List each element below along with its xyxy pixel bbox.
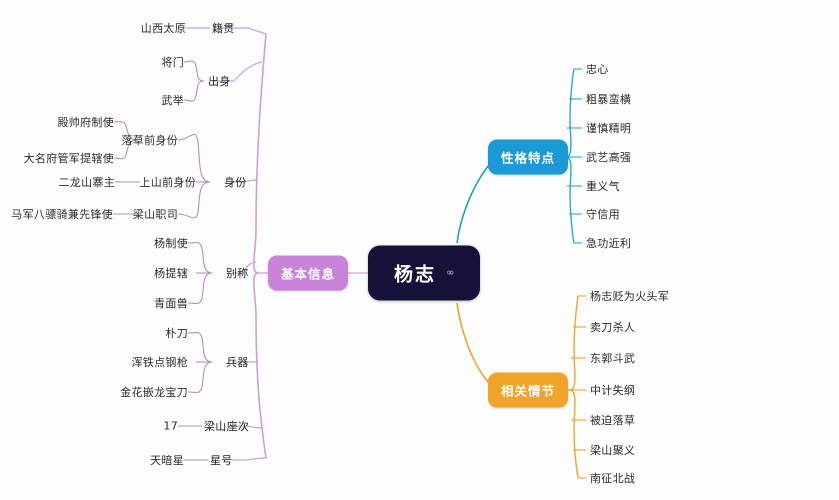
leaf-personality-6[interactable]: 急功近利: [586, 237, 632, 250]
group-native-place-label: 籍贯: [212, 22, 235, 35]
branch-related-plot-label: 相关情节: [501, 383, 556, 399]
group-star-name-label: 星号: [210, 454, 233, 467]
leaf-native-place-0[interactable]: 山西太原: [140, 22, 186, 35]
link-icon: ∞: [446, 267, 455, 279]
subgroup-liangshan-post[interactable]: 梁山职司: [132, 208, 178, 221]
group-liangshan-rank-label: 梁山座次: [204, 420, 250, 433]
group-identity[interactable]: 身份: [224, 174, 247, 190]
group-weapon-label: 兵器: [226, 356, 249, 369]
leaf-plot-1[interactable]: 卖刀杀人: [590, 321, 636, 334]
leaf-plot-5[interactable]: 梁山聚义: [590, 444, 636, 457]
leaf-pre-outlaw-identity-0[interactable]: 殿帅府制使: [57, 116, 114, 129]
leaf-weapon-2[interactable]: 金花嵌龙宝刀: [120, 386, 188, 399]
leaf-pre-mountain-identity-0[interactable]: 二龙山寨主: [58, 176, 115, 189]
leaf-personality-2[interactable]: 谨慎精明: [586, 122, 632, 135]
group-origin-label: 出身: [208, 75, 231, 88]
leaf-plot-0[interactable]: 杨志贬为火头军: [590, 290, 670, 303]
leaf-star-name-0[interactable]: 天暗星: [150, 454, 184, 467]
leaf-origin-0[interactable]: 将门: [161, 56, 184, 69]
group-origin[interactable]: 出身: [208, 73, 231, 89]
group-star-name[interactable]: 星号: [210, 452, 233, 468]
branch-basic-info-label: 基本信息: [281, 266, 336, 282]
leaf-personality-1[interactable]: 粗暴蛮横: [586, 93, 632, 106]
leaf-plot-4[interactable]: 被迫落草: [590, 414, 636, 427]
leaf-alias-1[interactable]: 杨提辖: [154, 267, 188, 280]
group-identity-label: 身份: [224, 176, 247, 189]
leaf-plot-6[interactable]: 南征北战: [590, 472, 636, 485]
root-node[interactable]: 杨志 ∞: [368, 245, 481, 301]
leaf-liangshan-rank-0[interactable]: 17: [163, 419, 178, 433]
group-alias-label: 别称: [226, 267, 249, 280]
leaf-liangshan-post-0[interactable]: 马军八骠骑兼先锋使: [11, 208, 113, 221]
leaf-personality-4[interactable]: 重义气: [586, 180, 620, 193]
leaf-pre-outlaw-identity-1[interactable]: 大名府管军提辖使: [23, 152, 114, 165]
group-alias[interactable]: 别称: [226, 265, 249, 281]
subgroup-pre-outlaw-identity[interactable]: 落草前身份: [121, 134, 178, 147]
leaf-origin-1[interactable]: 武举: [161, 94, 184, 107]
leaf-personality-0[interactable]: 忠心: [586, 63, 609, 76]
branch-basic-info[interactable]: 基本信息: [268, 255, 349, 291]
branch-related-plot[interactable]: 相关情节: [488, 372, 569, 408]
leaf-plot-3[interactable]: 中计失纲: [590, 384, 636, 397]
leaf-personality-5[interactable]: 守信用: [586, 208, 620, 221]
group-liangshan-rank[interactable]: 梁山座次: [204, 418, 249, 434]
leaf-weapon-1[interactable]: 浑铁点钢枪: [131, 356, 188, 369]
leaf-personality-3[interactable]: 武艺高强: [586, 151, 632, 164]
group-native-place[interactable]: 籍贯: [212, 20, 235, 36]
leaf-plot-2[interactable]: 东郭斗武: [590, 352, 636, 365]
branch-personality[interactable]: 性格特点: [488, 139, 569, 175]
group-weapon[interactable]: 兵器: [226, 354, 249, 370]
leaf-alias-0[interactable]: 杨制使: [154, 237, 188, 250]
root-label: 杨志: [394, 263, 437, 286]
subgroup-pre-mountain-identity[interactable]: 上山前身份: [139, 176, 196, 189]
leaf-weapon-0[interactable]: 朴刀: [165, 327, 188, 340]
branch-personality-label: 性格特点: [501, 150, 556, 166]
leaf-alias-2[interactable]: 青面兽: [154, 297, 188, 310]
